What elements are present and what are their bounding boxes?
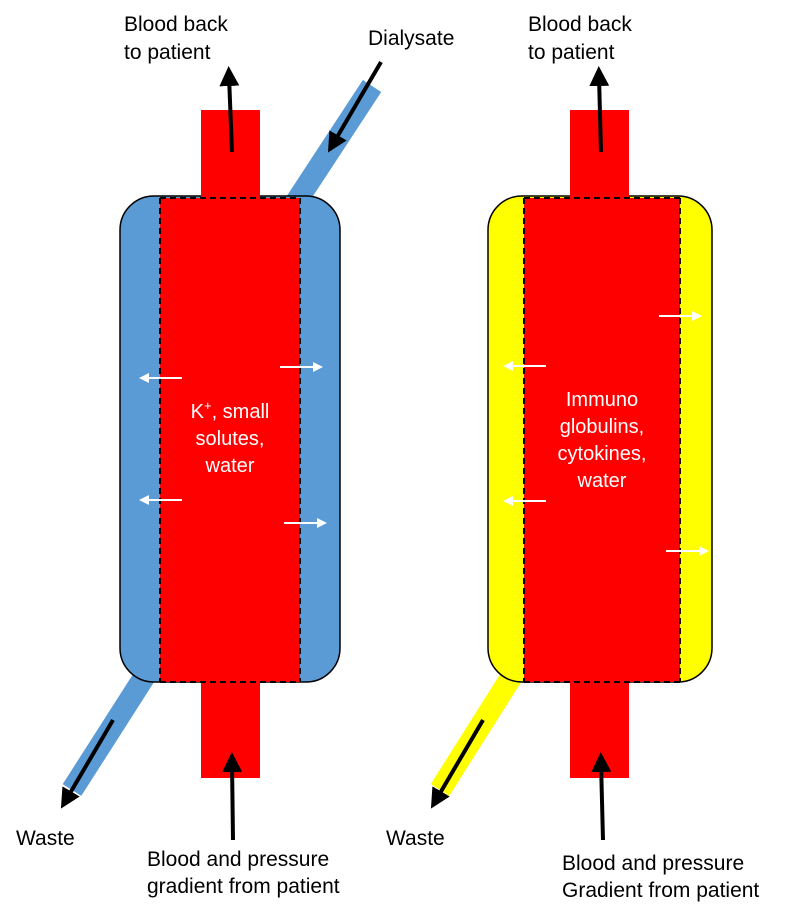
right-bottom-label-line2: Gradient from patient — [562, 879, 759, 902]
left-inner-label-line2: solutes, — [196, 428, 265, 450]
right-inner-label-line2: globulins, — [560, 416, 645, 438]
right-filter: Blood back to patient Waste Blood and pr… — [386, 13, 759, 902]
blood-channel — [524, 198, 680, 682]
right-waste-label: Waste — [386, 827, 445, 850]
waste-out-arrow — [60, 718, 115, 809]
right-top-label-line2: to patient — [528, 41, 615, 64]
left-inner-label-line1: K+, small — [191, 398, 270, 423]
left-waste-label: Waste — [16, 827, 75, 850]
left-bottom-label-line1: Blood and pressure — [147, 848, 329, 871]
blood-out-arrow — [219, 66, 240, 153]
left-inner-label-line3: water — [205, 455, 255, 477]
blood-in-arrow — [591, 752, 612, 841]
left-top-label-line2: to patient — [124, 41, 211, 64]
right-inner-label-line1: Immuno — [566, 389, 638, 411]
left-filter: Blood back to patient Dialysate Waste Bl… — [16, 13, 454, 898]
blood-out-arrow — [589, 66, 610, 153]
left-top-label-line1: Blood back — [124, 13, 228, 36]
right-inner-label-line3: cytokines, — [558, 443, 647, 465]
left-bottom-label-line2: gradient from patient — [147, 875, 340, 898]
dialysate-in-arrow — [327, 60, 383, 153]
right-inner-label-line4: water — [577, 470, 627, 492]
waste-out-arrow — [430, 718, 485, 809]
blood-channel — [160, 198, 300, 682]
right-top-label-line1: Blood back — [528, 13, 632, 36]
right-bottom-label-line1: Blood and pressure — [562, 852, 744, 875]
dialysate-label: Dialysate — [368, 27, 454, 50]
blood-in-arrow — [222, 752, 243, 841]
